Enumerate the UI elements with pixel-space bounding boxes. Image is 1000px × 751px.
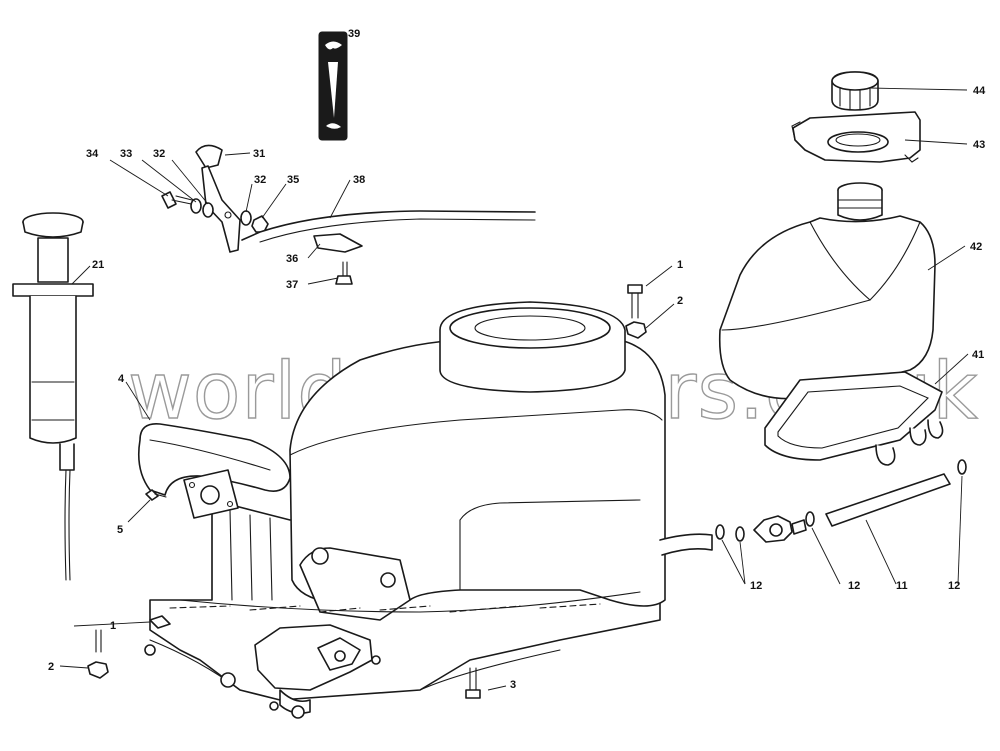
part-43-tank-shield (791, 111, 921, 163)
part-41-tank-base (764, 371, 944, 466)
part-42-fuel-tank (718, 182, 936, 400)
callout-42: 42 (970, 241, 982, 253)
callout-21: 21 (92, 259, 104, 271)
fuel-line-parts (715, 459, 967, 543)
callout-36: 36 (286, 253, 298, 265)
callout-33: 33 (120, 148, 132, 160)
callout-5: 5 (117, 524, 123, 536)
callout-4: 4 (118, 373, 125, 385)
part-39-throttle-decal (318, 31, 348, 141)
part-1-2-upper-bolt-nut (625, 284, 647, 339)
callout-32-b: 32 (254, 174, 266, 186)
part-44-fuel-cap (831, 71, 879, 111)
callout-38: 38 (353, 174, 365, 186)
callout-37: 37 (286, 279, 298, 291)
callout-labels: 39 44 43 31 34 33 32 32 35 38 36 37 21 4… (48, 28, 986, 691)
part-5-screw (145, 489, 167, 501)
leader-lines (59, 87, 969, 691)
callout-2-lower: 2 (48, 661, 54, 673)
callout-2-upper: 2 (677, 295, 683, 307)
part-4-duct (137, 423, 291, 519)
callout-41: 41 (972, 349, 984, 361)
engine-block (144, 301, 713, 719)
callout-1-upper: 1 (677, 259, 683, 271)
callout-44: 44 (973, 85, 986, 97)
callout-31: 31 (253, 148, 265, 160)
callout-12-a: 12 (750, 580, 762, 592)
callout-39: 39 (348, 28, 360, 40)
throttle-lever-assembly (161, 144, 536, 285)
callout-1-lower: 1 (110, 620, 116, 632)
callout-12-b: 12 (848, 580, 860, 592)
callout-3: 3 (510, 679, 516, 691)
callout-11: 11 (896, 580, 908, 592)
callout-12-c: 12 (948, 580, 960, 592)
callout-43: 43 (973, 139, 985, 151)
part-21-oil-syringe (12, 212, 94, 581)
callout-32-a: 32 (153, 148, 165, 160)
callout-35: 35 (287, 174, 299, 186)
callout-34: 34 (86, 148, 99, 160)
part-1-2-3-lower-fasteners (87, 615, 481, 699)
